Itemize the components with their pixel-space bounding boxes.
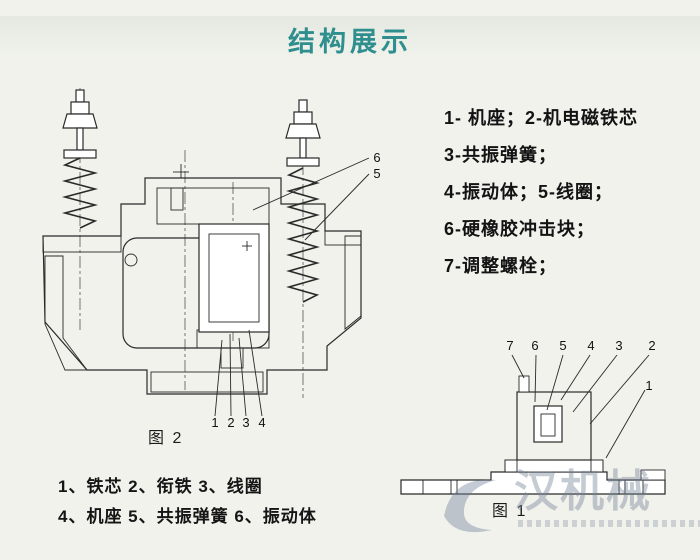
fig1-base: [400, 469, 666, 495]
fig2-coil-core: [198, 223, 270, 333]
parts-list-line-2: 3-共振弹簧；: [444, 145, 558, 165]
fig2-callout-5: 5: [373, 166, 380, 181]
figure1-drawing: 7 6 5 4 3 2 1: [400, 338, 666, 495]
fig2-callout-2: 2: [227, 415, 234, 430]
fig1-callout-2: 2: [648, 338, 655, 353]
figure1-caption: 图 1: [492, 503, 528, 520]
figure2-drawing: 1 2 3 4 6 5: [42, 88, 381, 430]
fig1-leader-lines: [511, 354, 650, 459]
fig2-callout-6: 6: [373, 150, 380, 165]
fig2-callout-1: 1: [211, 415, 218, 430]
parts-list-line-1: 1- 机座；2-机电磁铁芯: [444, 108, 639, 128]
fig1-callout-3: 3: [615, 338, 622, 353]
fig2-left-spring-icon: [61, 157, 99, 229]
fig1-callout-5: 5: [559, 338, 566, 353]
fig2-callout-4: 4: [258, 415, 265, 430]
figure2-legend-line2: 4、机座 5、共振弹簧 6、振动体: [58, 507, 317, 526]
fig2-machine-body: [42, 164, 362, 395]
fig1-callout-7: 7: [506, 338, 513, 353]
figure2-legend-line1: 1、铁芯 2、衔铁 3、线圈: [58, 477, 263, 496]
parts-list-line-4: 6-硬橡胶冲击块；: [444, 219, 596, 239]
page-title: 结构展示: [288, 26, 412, 57]
fig2-right-bolt-icon: [285, 99, 321, 167]
watermark-subtext-strip: [518, 520, 700, 527]
fig1-callout-4: 4: [587, 338, 594, 353]
fig1-vibrator-block: [504, 375, 604, 473]
parts-list-line-5: 7-调整螺栓；: [444, 256, 558, 276]
fig2-left-bolt-icon: [62, 89, 98, 159]
parts-list-line-3: 4-振动体；5-线圈；: [444, 182, 614, 202]
fig1-callout-1: 1: [645, 378, 652, 393]
fig2-right-spring-icon: [286, 167, 320, 303]
parts-list: 1- 机座；2-机电磁铁芯 3-共振弹簧； 4-振动体；5-线圈； 6-硬橡胶冲…: [444, 100, 638, 285]
fig1-callout-6: 6: [531, 338, 538, 353]
header-band: 结构展示: [0, 16, 700, 62]
fig2-leader-lines: [214, 157, 370, 417]
figure2-caption: 图 2: [148, 430, 184, 447]
fig2-callout-3: 3: [242, 415, 249, 430]
